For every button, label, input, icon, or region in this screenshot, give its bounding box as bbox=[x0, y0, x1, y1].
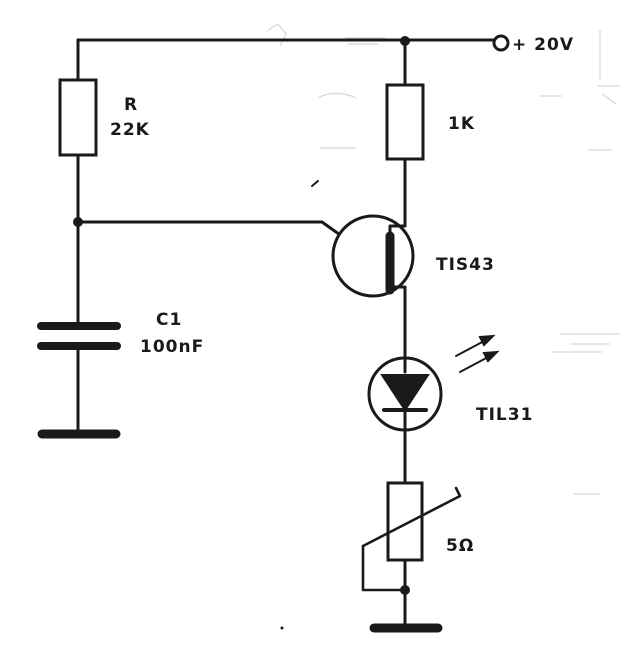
transistor-envelope bbox=[331, 214, 415, 298]
stray-mark bbox=[311, 180, 319, 187]
led-label: TIL31 bbox=[476, 405, 533, 425]
variable-resistor bbox=[386, 481, 424, 562]
capacitor-name: C1 bbox=[156, 310, 182, 330]
supply-label: + 20V bbox=[512, 35, 574, 55]
led-triangle bbox=[380, 374, 430, 412]
junction-dot-bottom bbox=[400, 585, 410, 595]
transistor-base1-wire bbox=[388, 285, 407, 362]
resistor-1k bbox=[385, 83, 425, 161]
transistor-label: TIS43 bbox=[436, 255, 495, 275]
resistor-r-name: R bbox=[124, 95, 138, 115]
variable-resistor-wiper-loop bbox=[361, 544, 407, 592]
led-emission-arrows bbox=[455, 334, 500, 373]
supply-terminal bbox=[492, 34, 510, 52]
variable-resistor-value: 5Ω bbox=[446, 536, 474, 556]
resistor-1k-value: 1K bbox=[448, 114, 475, 134]
resistor-r bbox=[58, 78, 98, 157]
stray-dot bbox=[280, 626, 284, 630]
resistor-r-value: 22K bbox=[110, 120, 150, 140]
capacitor-value: 100nF bbox=[140, 337, 204, 357]
paper-show-through bbox=[267, 23, 620, 495]
variable-resistor-wiper bbox=[361, 486, 462, 548]
